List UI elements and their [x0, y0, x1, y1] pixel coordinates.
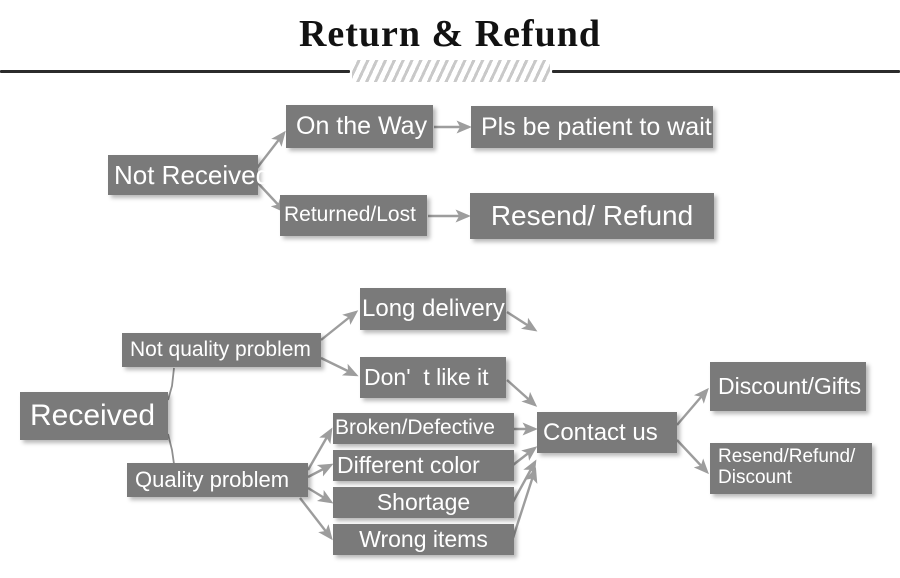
- page-header: Return & Refund: [0, 0, 900, 88]
- wire-quality-broken: [306, 427, 333, 471]
- node-long-delivery[interactable]: Long delivery: [360, 288, 506, 330]
- node-different-color[interactable]: Different color: [333, 450, 514, 481]
- wire-received-notquality: [167, 367, 175, 401]
- node-received[interactable]: Received: [20, 392, 168, 440]
- node-broken-defective[interactable]: Broken/Defective: [333, 413, 514, 444]
- node-resend-refund[interactable]: Resend/ Refund: [470, 193, 714, 239]
- wire-contactus-resendrefunddiscount: [676, 439, 709, 475]
- node-dont-like-it[interactable]: Don' t like it: [360, 357, 506, 398]
- wire-notquality-dontlikeit: [320, 356, 359, 377]
- wire-longdelivery-contactus: [506, 310, 538, 332]
- node-contact-us[interactable]: Contact us: [537, 412, 677, 453]
- wire-shortage-contactus: [511, 459, 537, 503]
- wire-dontlikeit-contactus: [506, 379, 538, 407]
- wire-received-quality: [167, 433, 175, 465]
- divider-line-right: [552, 70, 900, 73]
- wire-contactus-discountgifts: [676, 387, 709, 426]
- node-quality-problem[interactable]: Quality problem: [127, 463, 308, 497]
- node-discount-gifts[interactable]: Discount/Gifts: [710, 362, 866, 411]
- wire-quality-differentcolor: [307, 463, 334, 479]
- hatched-divider-icon: [352, 60, 550, 82]
- wire-quality-shortage: [307, 486, 334, 504]
- divider-line-left: [0, 70, 350, 73]
- node-resend-refund-discount[interactable]: Resend/Refund/ Discount: [710, 443, 872, 494]
- node-resend-refund-discount-line1: Resend/Refund/: [718, 446, 856, 467]
- node-shortage[interactable]: Shortage: [333, 487, 514, 518]
- node-pls-be-patient-to-wait[interactable]: Pls be patient to wait: [471, 106, 713, 148]
- wire-quality-wrongitems: [299, 497, 333, 541]
- wire-notquality-longdelivery: [320, 310, 359, 341]
- node-returned-lost[interactable]: Returned/Lost: [280, 195, 427, 236]
- page-title: Return & Refund: [298, 13, 602, 55]
- node-on-the-way[interactable]: On the Way: [286, 105, 433, 148]
- wire-differentcolor-contactus: [512, 446, 538, 466]
- node-not-quality-problem[interactable]: Not quality problem: [122, 333, 321, 367]
- node-resend-refund-discount-line2: Discount: [718, 466, 792, 488]
- node-wrong-items[interactable]: Wrong items: [333, 524, 514, 555]
- wire-wrongitems-contactus: [511, 467, 538, 539]
- node-not-received[interactable]: Not Received: [108, 155, 270, 195]
